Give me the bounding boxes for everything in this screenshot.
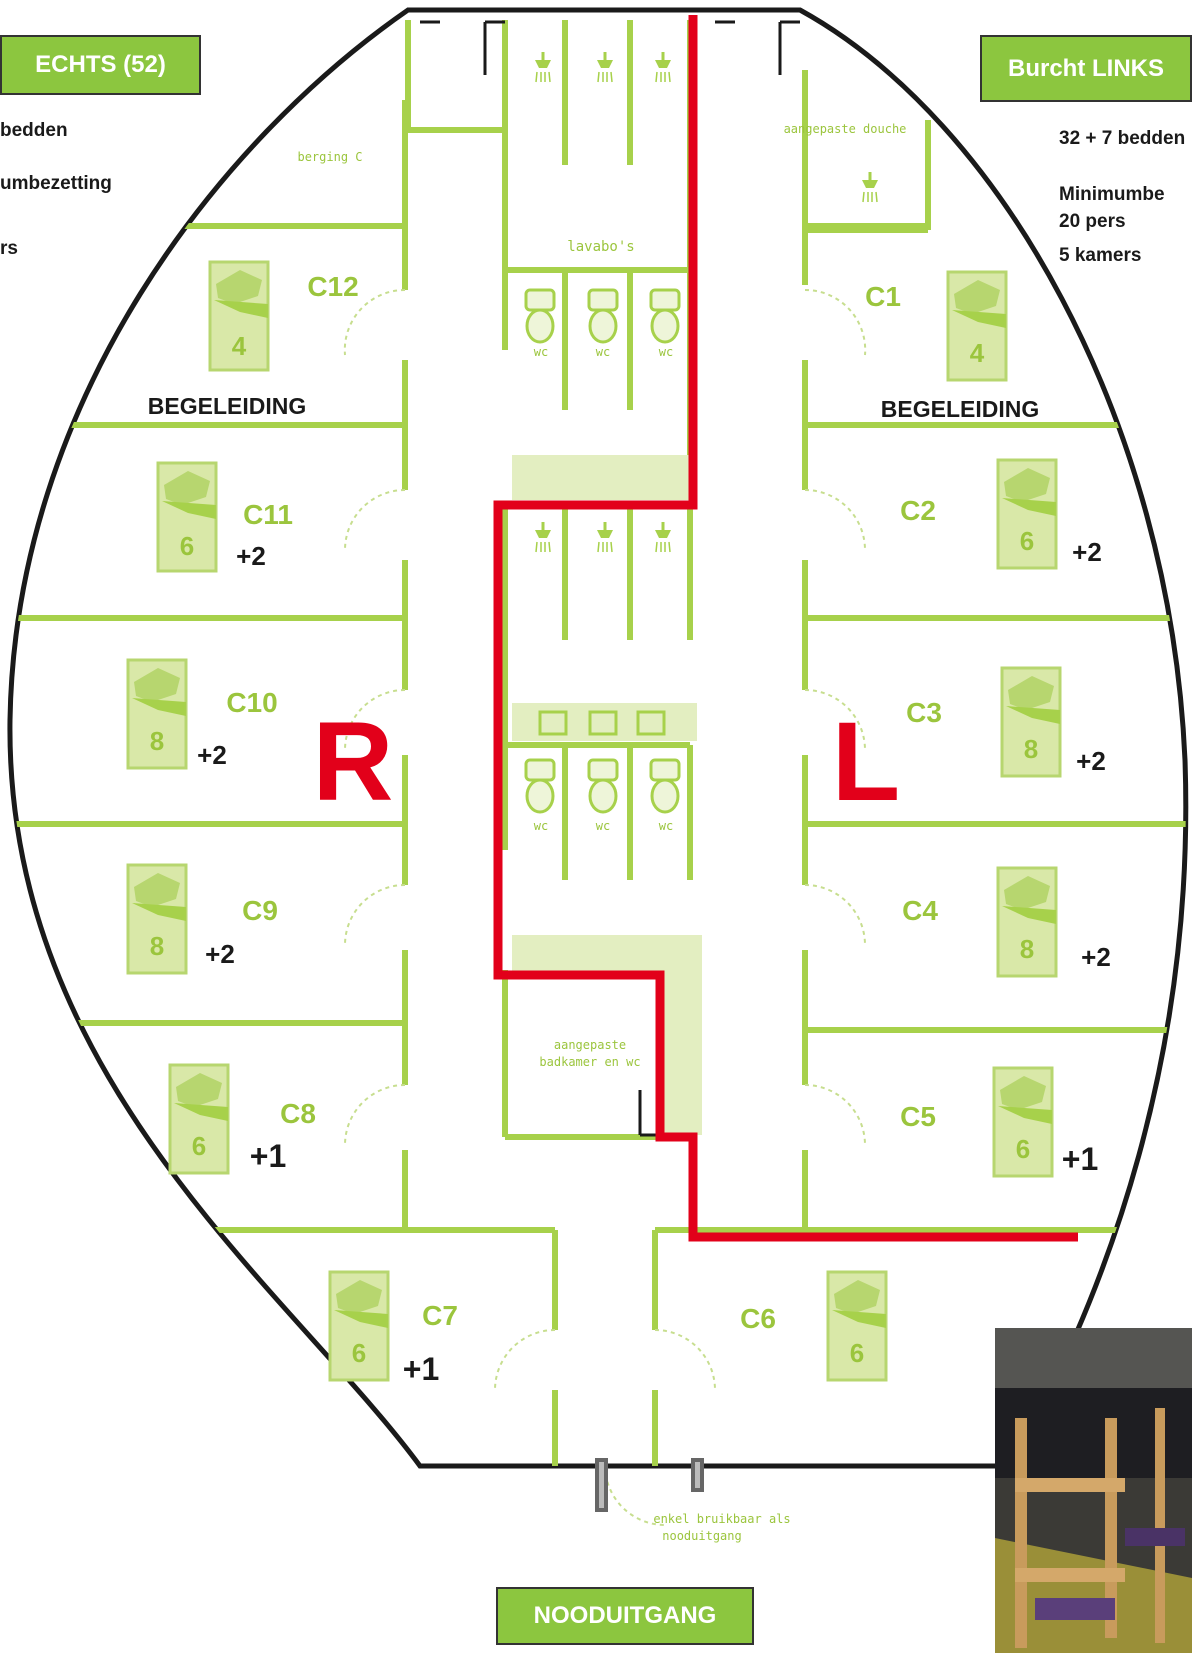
emergency-exit-label: NOODUITGANG (496, 1587, 754, 1645)
room-c10-label: C10 (226, 687, 277, 718)
supervision-label-right-wing: BEGELEIDING (148, 393, 306, 419)
room-c9-label: C9 (242, 895, 278, 926)
wc-label-mid-3: wc (659, 819, 673, 833)
room-c6-beds: 6 (850, 1338, 864, 1368)
room-c5-beds: 6 (1016, 1134, 1030, 1164)
right-wing-info-line: rs (0, 238, 18, 259)
room-c11-extra: +2 (236, 541, 266, 571)
room-c9-beds: 8 (150, 931, 164, 961)
wing-divider-line (493, 15, 1078, 1242)
adapted-shower-label: aangepaste douche (784, 122, 907, 136)
right-wing-title: ECHTS (52) (0, 35, 201, 95)
room-c2-label: C2 (900, 495, 936, 526)
right-wing-info-line: umbezetting (0, 173, 112, 194)
sinks-label: lavabo's (567, 239, 634, 255)
emergency-note-2: nooduitgang (662, 1529, 741, 1543)
room-c5-label: C5 (900, 1101, 936, 1132)
wc-label-top-1: wc (534, 345, 548, 359)
room-c5-extra: +1 (1062, 1141, 1098, 1177)
room-c3-extra: +2 (1076, 746, 1106, 776)
left-wing-info-line: 5 kamers (1059, 245, 1142, 266)
room-c9-extra: +2 (205, 939, 235, 969)
room-c10-beds: 8 (150, 726, 164, 756)
room-c4-label: C4 (902, 895, 938, 926)
adapted-bathroom-label-2: badkamer en wc (539, 1055, 640, 1069)
emergency-note-1: enkel bruikbaar als (653, 1512, 790, 1526)
room-c8-beds: 6 (192, 1131, 206, 1161)
room-c2-extra: +2 (1072, 537, 1102, 567)
supervision-label-left-wing: BEGELEIDING (881, 396, 1039, 422)
room-c4-extra: +2 (1081, 942, 1111, 972)
storage-label: berging C (297, 150, 362, 164)
wc-label-top-3: wc (659, 345, 673, 359)
left-wing-info-line: 32 + 7 bedden (1059, 128, 1186, 149)
room-c1-label: C1 (865, 281, 901, 312)
right-wing-info-line: bedden (0, 120, 68, 141)
room-c7-extra: +1 (403, 1351, 439, 1387)
left-wing-info-line: Minimumbe (1059, 184, 1165, 205)
room-c3-beds: 8 (1024, 734, 1038, 764)
room-c8-label: C8 (280, 1098, 316, 1129)
room-c10-extra: +2 (197, 740, 227, 770)
room-c6-label: C6 (740, 1303, 776, 1334)
room-c12-label: C12 (307, 271, 358, 302)
room-c4-beds: 8 (1020, 934, 1034, 964)
wc-label-top-2: wc (596, 345, 610, 359)
room-c8-extra: +1 (250, 1138, 286, 1174)
room-c1-beds: 4 (970, 338, 985, 368)
right-wing-letter: R (313, 699, 394, 824)
right-wing-info: bedden umbezetting rs (0, 120, 112, 260)
left-wing-letter: L (832, 699, 900, 824)
room-c2-beds: 6 (1020, 526, 1034, 556)
adapted-bathroom-label-1: aangepaste (554, 1038, 626, 1052)
room-c7-label: C7 (422, 1300, 458, 1331)
left-wing-info-line: 20 pers (1059, 211, 1126, 232)
room-c12-beds: 4 (232, 331, 247, 361)
room-c7-beds: 6 (352, 1338, 366, 1368)
left-wing-info: 32 + 7 bedden Minimumbe 20 pers 5 kamers (1059, 128, 1185, 267)
wc-label-mid-1: wc (534, 819, 548, 833)
wc-label-mid-2: wc (596, 819, 610, 833)
room-c3-label: C3 (906, 697, 942, 728)
room-photo (995, 1328, 1192, 1653)
room-c11-beds: 6 (180, 531, 194, 561)
left-wing-title: Burcht LINKS (980, 35, 1192, 102)
room-c11-label: C11 (243, 499, 293, 530)
